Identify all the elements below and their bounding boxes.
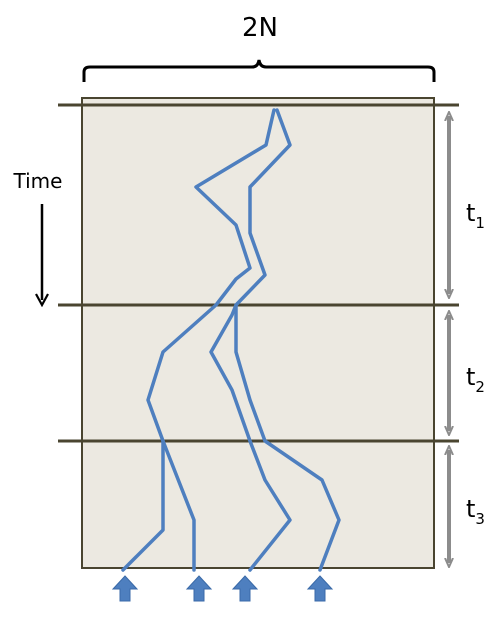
interval-label-t2: t2 [466, 363, 485, 396]
interval-label-t3: t3 [466, 495, 485, 528]
sample-arrow-2 [185, 575, 213, 602]
lineage-3 [209, 303, 292, 572]
sample-arrow-3 [231, 575, 259, 602]
lineage-2 [161, 439, 196, 572]
population-brace [82, 59, 436, 82]
time-axis-label: Time [13, 169, 63, 193]
population-size-label: 2N [242, 13, 278, 43]
lineage-4 [234, 108, 341, 572]
lineage-1 [121, 108, 276, 572]
interval-label-t1: t1 [466, 199, 485, 232]
population-panel [81, 97, 435, 569]
sample-arrow-1 [111, 575, 139, 602]
sample-arrow-4 [306, 575, 334, 602]
